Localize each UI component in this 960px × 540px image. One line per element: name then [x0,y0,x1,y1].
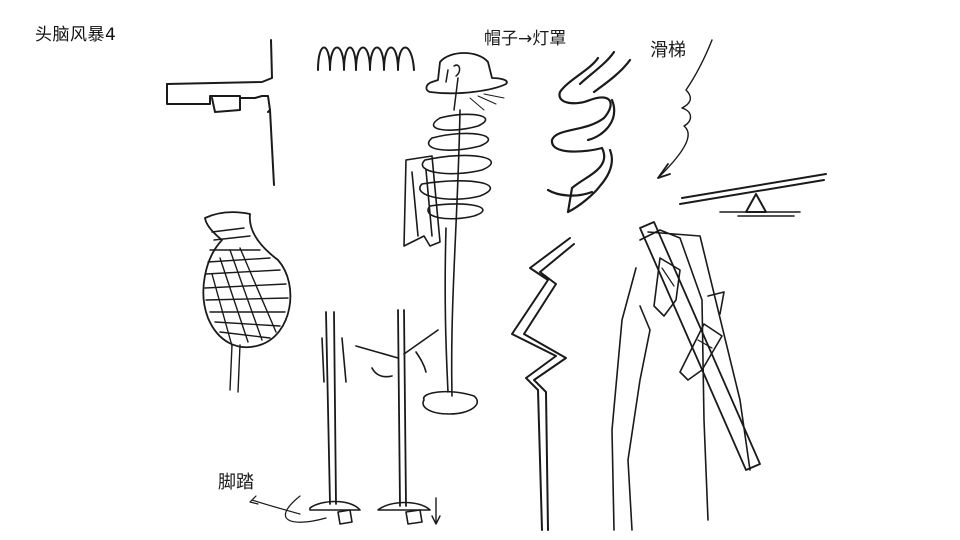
coat-stand-pedal-sketch [249,309,441,525]
wall-bracket-sketch [166,39,275,186]
spiral-slide-sketch [546,50,632,214]
seesaw-sketch [657,39,827,217]
hat-to-lampshade-label: 帽子→灯罩 [484,29,566,49]
vase-sketch [202,211,292,393]
wave-squiggle-sketch [317,46,415,71]
zigzag-pole-sketch [511,237,575,531]
hat-lamp-spiral-sketch [403,52,508,415]
slide-label: 滑梯 [650,40,686,61]
coat-with-clips-sketch [611,221,761,531]
pedal-label: 脚踏 [218,472,254,493]
slide-title: 头脑风暴4 [35,25,117,45]
